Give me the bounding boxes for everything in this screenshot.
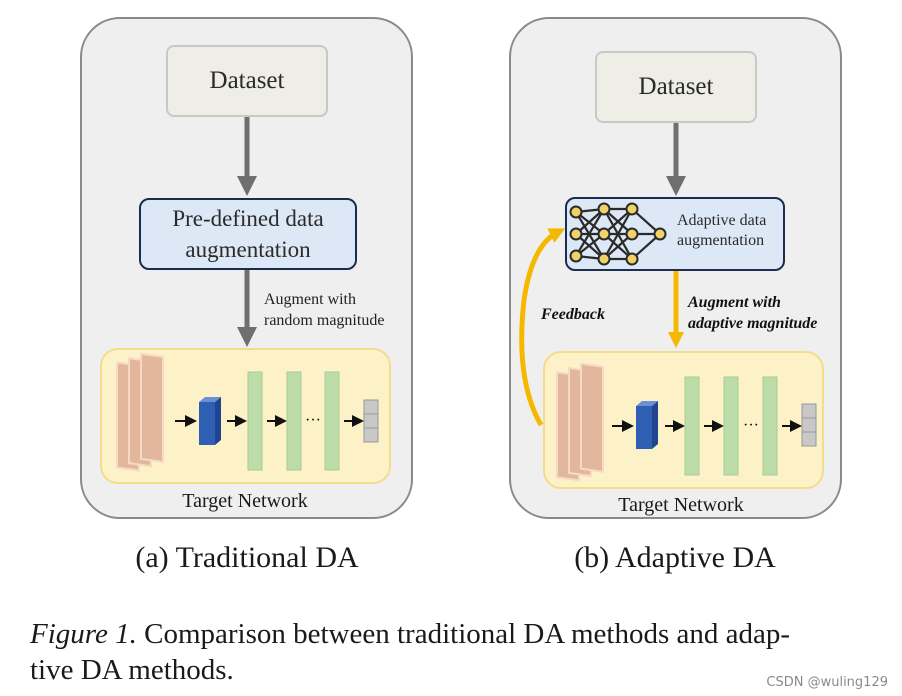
conv-block-b-top: [636, 401, 658, 406]
fc-layer-a-3: [324, 371, 340, 471]
nn-edge: [575, 208, 605, 257]
conv-block-a-top: [199, 397, 221, 402]
adaptive-augmentation-label: Adaptive data augmentation: [677, 211, 781, 251]
ellipsis-a: ···: [305, 412, 321, 429]
ellipsis-b: ···: [743, 417, 759, 434]
augment-random-line1: Augment with: [264, 291, 356, 308]
output-cells-a: [363, 399, 379, 443]
predefined-augmentation-box: Pre-defined data augmentation: [139, 198, 357, 270]
adaptive-augmentation-line1: Adaptive data: [677, 212, 767, 229]
caption-figure-label: Figure 1.: [30, 618, 137, 650]
conv-block-a-side: [215, 397, 221, 445]
feature-map-a-3: [140, 352, 164, 464]
caption-line1: Figure 1. Comparison between traditional…: [30, 616, 870, 652]
nn-node: [625, 252, 639, 266]
augment-random-line2: random magnitude: [264, 312, 385, 329]
conv-block-b-side: [652, 401, 658, 449]
nn-node: [625, 202, 639, 216]
predefined-augmentation-line2: augmentation: [185, 237, 311, 262]
fc-layer-b-2: [723, 376, 739, 476]
caption-line2: tive DA methods.: [30, 654, 234, 686]
feedback-arrow: [519, 228, 566, 427]
target-network-label-b: Target Network: [618, 494, 744, 516]
figure-caption: Figure 1. Comparison between traditional…: [30, 616, 870, 688]
nn-node: [569, 205, 583, 219]
network-layers-b: ···: [556, 362, 817, 482]
feature-map-b-3: [580, 362, 604, 473]
caption-line1-text: Comparison between traditional DA method…: [136, 618, 791, 650]
nn-node: [625, 227, 639, 241]
augment-adaptive-line1: Augment with: [688, 294, 781, 311]
nn-node: [597, 227, 611, 241]
fc-layer-b-1: [684, 376, 700, 476]
dataset-label-b: Dataset: [638, 73, 714, 100]
predefined-augmentation-line1: Pre-defined data: [172, 206, 324, 231]
nn-edge: [603, 208, 633, 260]
subtitle-a: (a) Traditional DA: [135, 541, 359, 574]
nn-node: [597, 252, 611, 266]
feedback-label: Feedback: [541, 306, 605, 323]
augment-adaptive-label: Augment with adaptive magnitude: [688, 292, 848, 334]
fc-layer-a-1: [247, 371, 263, 471]
neural-network-icon: [569, 202, 667, 266]
conv-block-b: [636, 406, 652, 449]
fc-layer-a-2: [286, 371, 302, 471]
conv-block-a: [199, 402, 215, 445]
nn-edge: [575, 211, 605, 260]
subtitle-b: (b) Adaptive DA: [574, 541, 776, 574]
dataset-label-a: Dataset: [209, 67, 285, 94]
nn-node: [653, 227, 667, 241]
target-network-label-a: Target Network: [182, 490, 308, 512]
fc-layer-b-3: [762, 376, 778, 476]
nn-node: [597, 202, 611, 216]
dataset-box-a: Dataset: [166, 45, 328, 117]
augment-random-label: Augment with random magnitude: [264, 289, 414, 331]
nn-node: [569, 249, 583, 263]
network-layers-a: ···: [116, 352, 379, 472]
nn-node: [569, 227, 583, 241]
output-cells-b: [801, 403, 817, 447]
adaptive-augmentation-line2: augmentation: [677, 232, 765, 249]
watermark: CSDN @wuling129: [766, 675, 888, 690]
augment-adaptive-line2: adaptive magnitude: [688, 315, 818, 332]
dataset-box-b: Dataset: [595, 51, 757, 123]
